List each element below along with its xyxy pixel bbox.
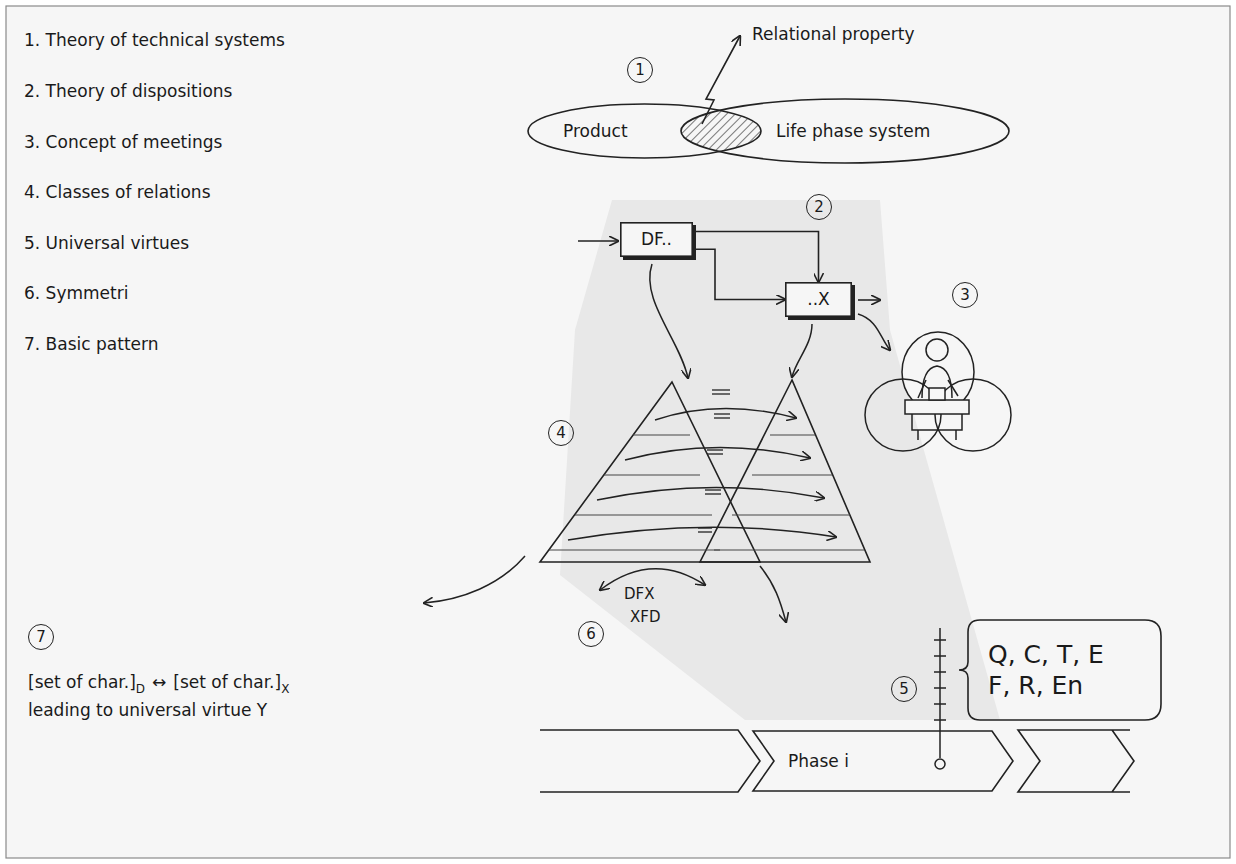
ellipse-outline	[681, 99, 1009, 163]
node-text-group: Life phase system	[776, 121, 930, 142]
process-box: DF..	[620, 222, 696, 260]
list-item: 1. Theory of technical systems	[24, 30, 285, 50]
life-phase-ellipse: Life phase system	[680, 98, 1010, 164]
callout-number: 6	[578, 621, 604, 647]
callout-number: 2	[806, 194, 832, 220]
equal-marks	[698, 390, 730, 532]
curved-arrow	[650, 264, 688, 378]
node-label: DF..	[641, 229, 672, 250]
node-outline	[527, 103, 762, 159]
callout-number: 4	[548, 420, 574, 446]
callout-number: 5	[891, 676, 917, 702]
annotation: XFD	[630, 608, 660, 626]
virtue-bracket: Q, C, T, EF, R, En	[958, 618, 1163, 722]
frame	[6, 6, 1230, 858]
triangle	[700, 380, 870, 562]
callout-number: 7	[28, 624, 54, 650]
node-text-group: Product	[563, 121, 628, 142]
chevron-outline	[753, 731, 1013, 791]
bracket-outline	[980, 620, 1161, 720]
curved-arrow	[858, 314, 890, 350]
list-item: 6. Symmetri	[24, 283, 128, 303]
relation-arrows	[568, 408, 836, 540]
node-label: F, R, En	[988, 670, 1104, 701]
callout-number: 3	[952, 282, 978, 308]
phase-chevron: Phase i	[752, 730, 1014, 792]
phase-chevron	[540, 730, 760, 792]
shaded-band	[560, 200, 1000, 720]
list-item: 2. Theory of dispositions	[24, 81, 232, 101]
callout-number: 1	[627, 57, 653, 83]
formula-term: [set of char.]	[173, 672, 281, 692]
input-arrow	[578, 240, 618, 242]
meeting-illustration	[865, 332, 1011, 451]
connector-arrow	[693, 249, 785, 299]
annotation: Relational property	[752, 24, 915, 44]
curved-arrow	[760, 566, 786, 622]
intersection-hatch	[529, 105, 761, 158]
node-text-group: ..X	[807, 289, 829, 310]
formula-row: [set of char.]D↔[set of char.]X	[28, 672, 289, 692]
node-text-group: Phase i	[788, 751, 849, 772]
list-item: 3. Concept of meetings	[24, 132, 222, 152]
node-text-group: DF..	[641, 229, 672, 250]
output-arrow	[858, 299, 880, 301]
curved-arrow	[424, 556, 525, 603]
box-outline	[786, 283, 851, 316]
node-label: Product	[563, 121, 628, 142]
triangle-levels	[549, 435, 864, 550]
process-box: ..X	[785, 282, 855, 320]
node-label: Phase i	[788, 751, 849, 772]
curved-arrow	[792, 324, 812, 377]
formula-subscript: X	[281, 683, 289, 695]
phase-chevron	[1018, 730, 1134, 792]
box-outline	[621, 223, 692, 256]
list-item: 5. Universal virtues	[24, 233, 189, 253]
ellipse-outline	[528, 104, 761, 158]
annotation: DFX	[624, 585, 654, 603]
formula-subscript: D	[136, 683, 145, 695]
annotation: leading to universal virtue Y	[28, 700, 267, 720]
list-item: 7. Basic pattern	[24, 334, 159, 354]
connector-arrow	[693, 231, 819, 282]
curly-brace	[959, 620, 980, 720]
node-outline	[958, 618, 1163, 722]
formula-symbol: ↔	[152, 672, 166, 692]
node-label: Q, C, T, E	[988, 639, 1104, 670]
product-ellipse: Product	[527, 103, 762, 159]
node-label: ..X	[807, 289, 829, 310]
list-item: 4. Classes of relations	[24, 182, 211, 202]
formula-term: [set of char.]	[28, 672, 136, 692]
node-text-group: Q, C, T, EF, R, En	[988, 639, 1104, 701]
node-label: Life phase system	[776, 121, 930, 142]
virtue-scale	[934, 628, 946, 769]
